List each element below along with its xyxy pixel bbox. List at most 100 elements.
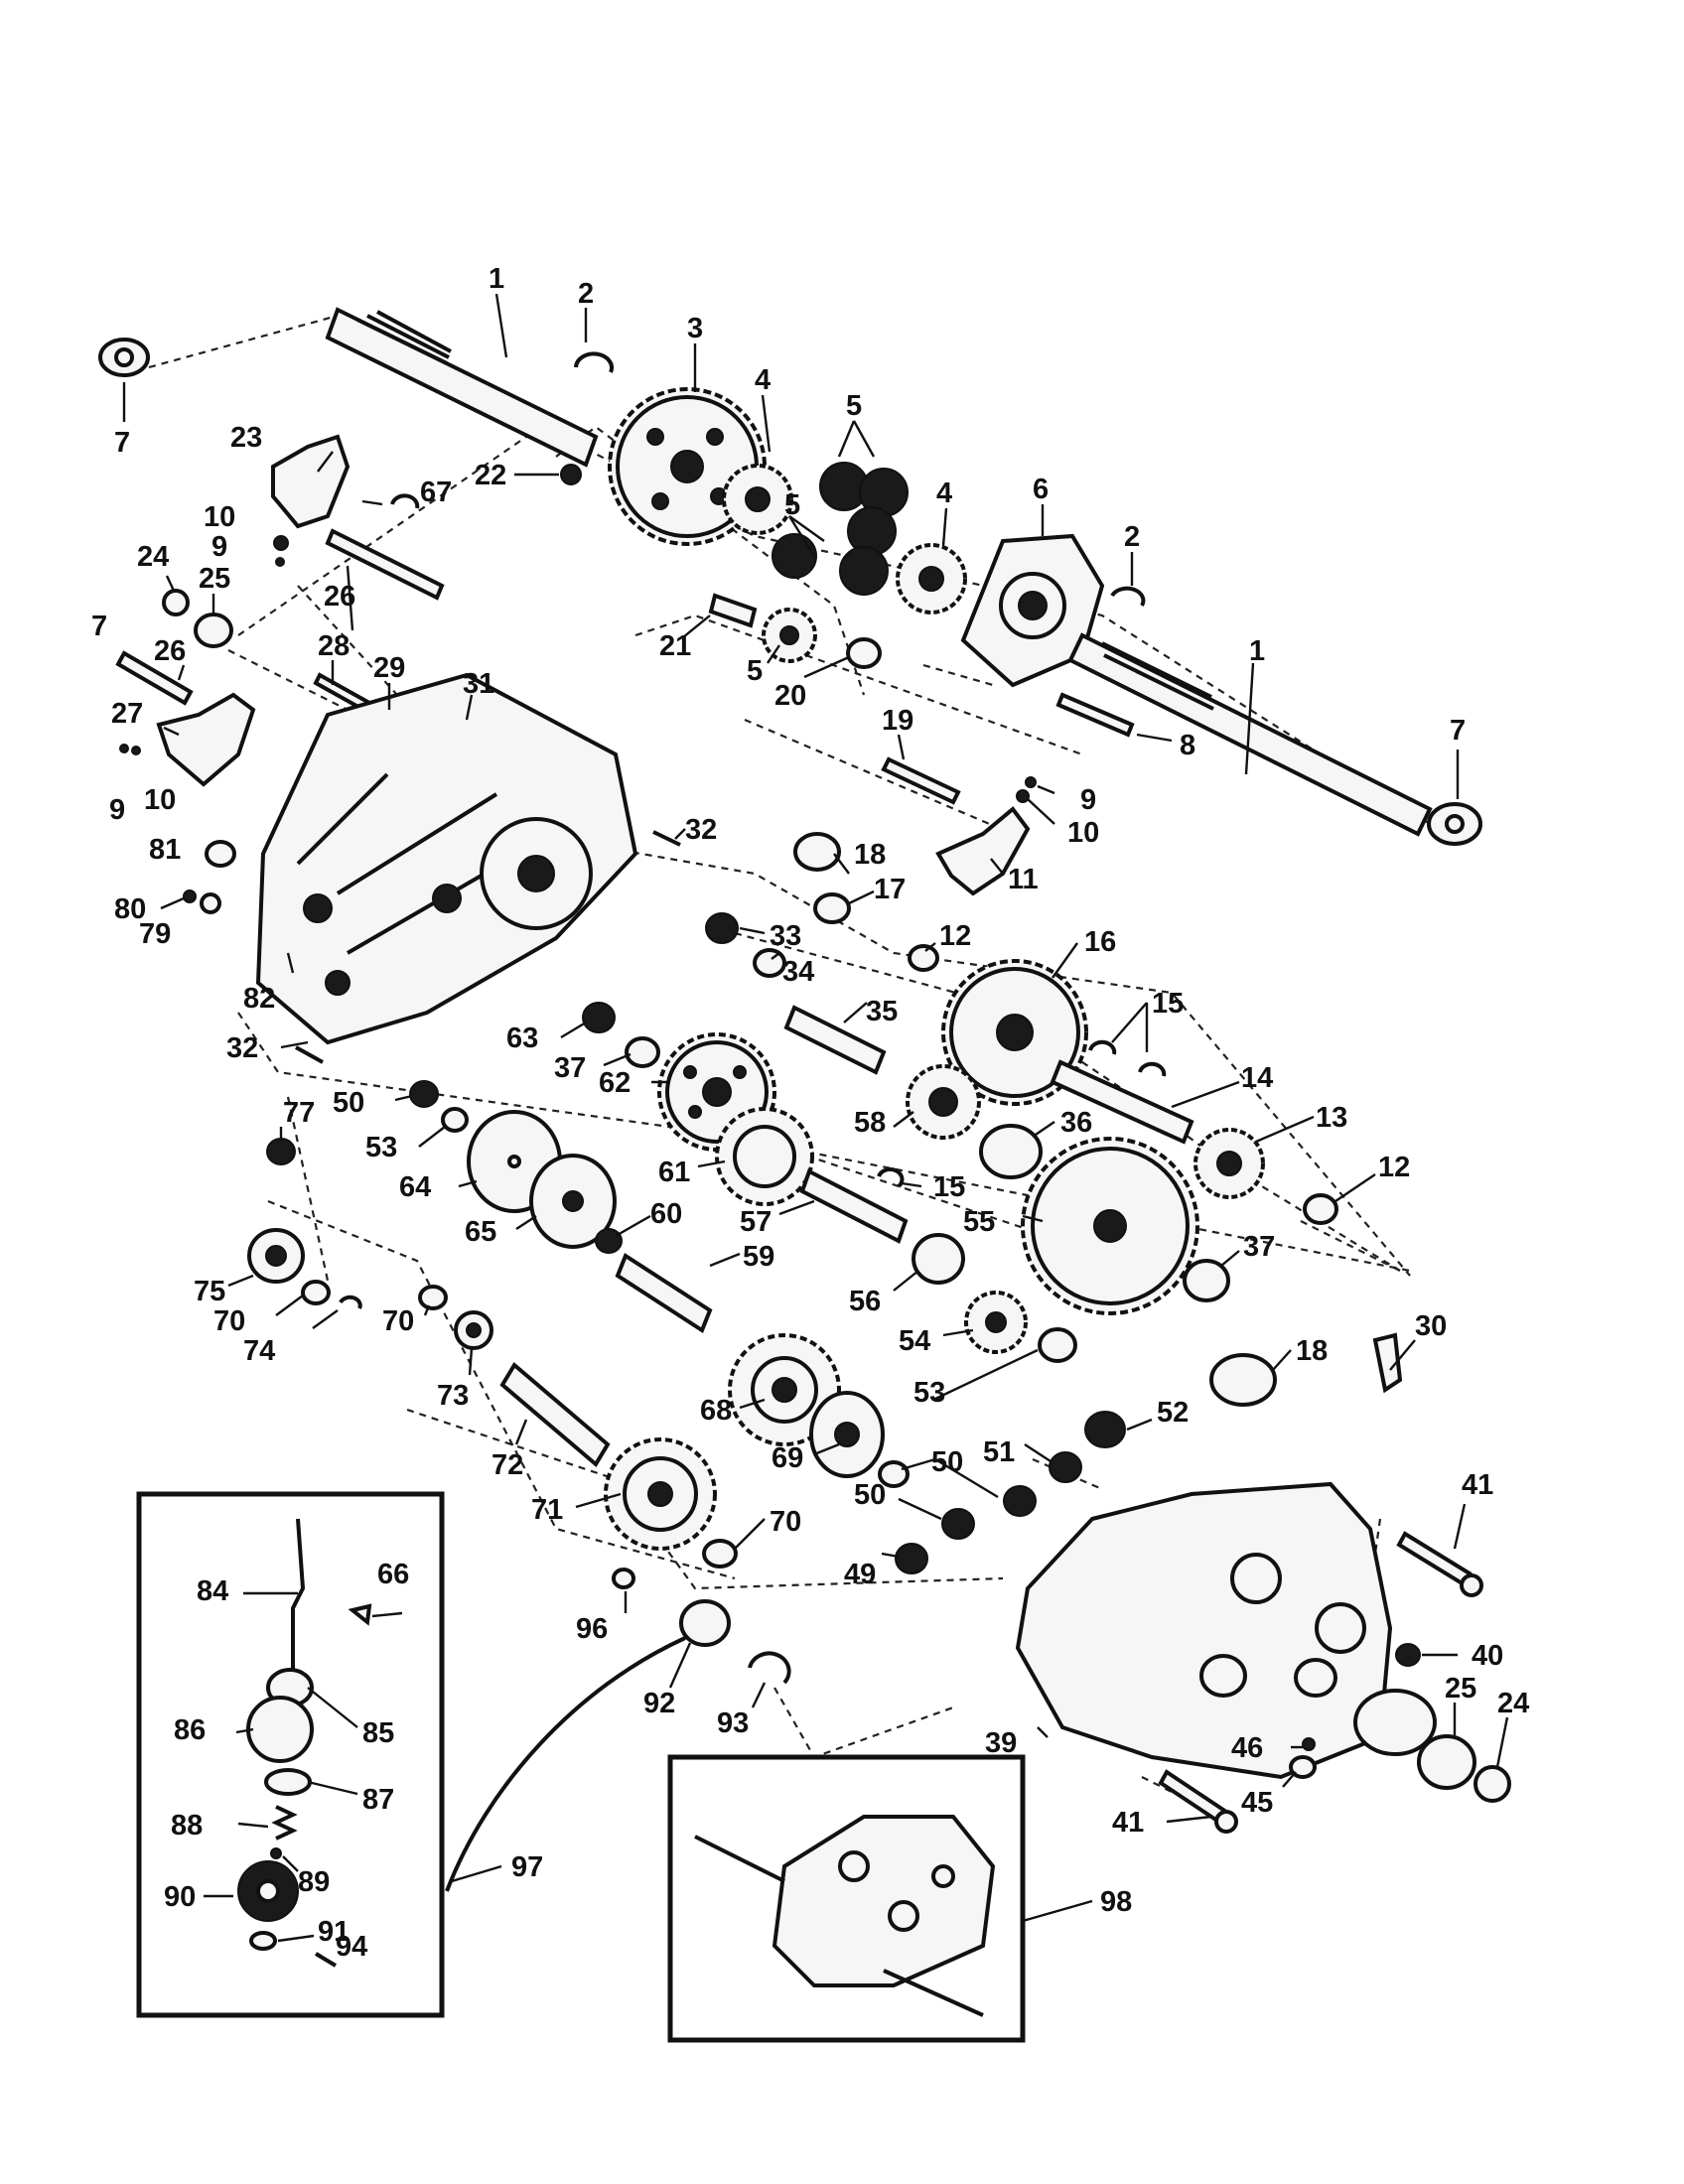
callout-54: 54 [899, 1325, 930, 1357]
callout-9b: 9 [109, 794, 125, 826]
callout-52: 52 [1157, 1397, 1189, 1429]
callout-63: 63 [506, 1023, 538, 1054]
callout-50: 50 [333, 1087, 364, 1119]
callout-45: 45 [1241, 1787, 1273, 1819]
callout-65: 65 [465, 1216, 496, 1248]
callout-25: 25 [199, 563, 230, 595]
callout-81: 81 [149, 834, 181, 866]
callout-80: 80 [114, 893, 146, 925]
callout-66: 66 [377, 1559, 409, 1590]
callout-2b: 2 [1124, 521, 1140, 553]
callout-16: 16 [1084, 926, 1116, 958]
callout-15: 15 [1152, 988, 1184, 1020]
callout-70: 70 [213, 1305, 245, 1337]
callout-4: 4 [755, 364, 771, 396]
callout-70c: 70 [770, 1506, 801, 1538]
callout-53b: 53 [913, 1377, 945, 1409]
callout-41: 41 [1462, 1469, 1493, 1501]
callout-7-left-edge: 7 [91, 611, 107, 642]
callout-98: 98 [1100, 1886, 1132, 1918]
callout-24: 24 [137, 541, 169, 573]
callout-55: 55 [963, 1206, 995, 1238]
callout-5b: 5 [784, 489, 800, 521]
callout-96: 96 [576, 1613, 608, 1645]
callout-2: 2 [578, 278, 594, 310]
callout-86: 86 [174, 1714, 206, 1746]
callout-15b: 15 [933, 1171, 965, 1203]
callout-60: 60 [650, 1198, 682, 1230]
callout-73: 73 [437, 1380, 469, 1412]
callout-53: 53 [365, 1132, 397, 1163]
callout-35: 35 [866, 996, 898, 1027]
callout-7b: 7 [1450, 715, 1466, 747]
callout-92: 92 [643, 1688, 675, 1719]
part-shapes [98, 307, 1511, 1892]
callout-50b: 50 [931, 1446, 963, 1478]
callout-33: 33 [770, 920, 801, 952]
callout-89: 89 [298, 1866, 330, 1898]
callout-1b: 1 [1249, 635, 1265, 667]
callout-10c: 10 [1067, 817, 1099, 849]
callout-85: 85 [362, 1717, 394, 1749]
callout-67: 67 [420, 477, 452, 508]
callout-75: 75 [194, 1276, 225, 1307]
callout-39: 39 [985, 1727, 1017, 1759]
callout-37: 37 [554, 1052, 586, 1084]
callout-97: 97 [511, 1851, 543, 1883]
callout-11: 11 [1008, 864, 1039, 895]
callout-21: 21 [659, 630, 691, 662]
callout-57: 57 [740, 1206, 772, 1238]
callout-32b: 32 [226, 1032, 258, 1064]
callout-91: 91 [318, 1916, 350, 1948]
callout-31: 31 [463, 668, 494, 700]
inset-shifter-box [136, 1491, 445, 2018]
callout-56: 56 [849, 1286, 881, 1317]
callout-12b: 12 [1378, 1152, 1410, 1183]
callout-9c: 9 [1080, 784, 1096, 816]
callout-94: 94 [336, 1931, 367, 1963]
callout-87: 87 [362, 1784, 394, 1816]
callout-9: 9 [211, 531, 227, 563]
callout-61: 61 [658, 1157, 690, 1188]
callout-49: 49 [844, 1559, 876, 1590]
callout-74: 74 [243, 1335, 275, 1367]
callout-10b: 10 [144, 784, 176, 816]
callout-72: 72 [491, 1449, 523, 1481]
callout-25b: 25 [1445, 1673, 1476, 1705]
callout-19: 19 [882, 705, 913, 737]
callout-14: 14 [1241, 1062, 1273, 1094]
leader-lines [122, 293, 1509, 1962]
callout-70b: 70 [382, 1305, 414, 1337]
callout-22: 22 [475, 460, 506, 491]
callout-labels: 1 2 3 4 5 22 23 67 10 9 24 25 26 5 4 6 2… [91, 263, 1529, 1963]
callout-58: 58 [854, 1107, 886, 1139]
callout-32: 32 [685, 814, 717, 846]
callout-12: 12 [939, 920, 971, 952]
callout-17: 17 [874, 874, 906, 905]
callout-51: 51 [983, 1436, 1015, 1468]
callout-18b: 18 [1296, 1335, 1328, 1367]
callout-50c: 50 [854, 1479, 886, 1511]
callout-64: 64 [399, 1171, 431, 1203]
callout-82: 82 [243, 983, 275, 1015]
callout-1: 1 [489, 263, 504, 295]
callout-26b: 26 [154, 635, 186, 667]
callout-28: 28 [318, 630, 350, 662]
callout-7: 7 [114, 427, 130, 459]
callout-84: 84 [197, 1575, 228, 1607]
callout-62: 62 [599, 1067, 631, 1099]
callout-68: 68 [700, 1395, 732, 1427]
callout-5c: 5 [747, 655, 763, 687]
callout-3: 3 [687, 313, 703, 344]
callout-69: 69 [772, 1442, 803, 1474]
callout-13: 13 [1316, 1102, 1347, 1134]
callout-77: 77 [283, 1097, 315, 1129]
callout-30: 30 [1415, 1310, 1447, 1342]
callout-4b: 4 [936, 478, 952, 509]
callout-6: 6 [1033, 474, 1049, 505]
callout-8: 8 [1180, 730, 1195, 761]
callout-37b: 37 [1243, 1231, 1275, 1263]
callout-24b: 24 [1497, 1688, 1529, 1719]
